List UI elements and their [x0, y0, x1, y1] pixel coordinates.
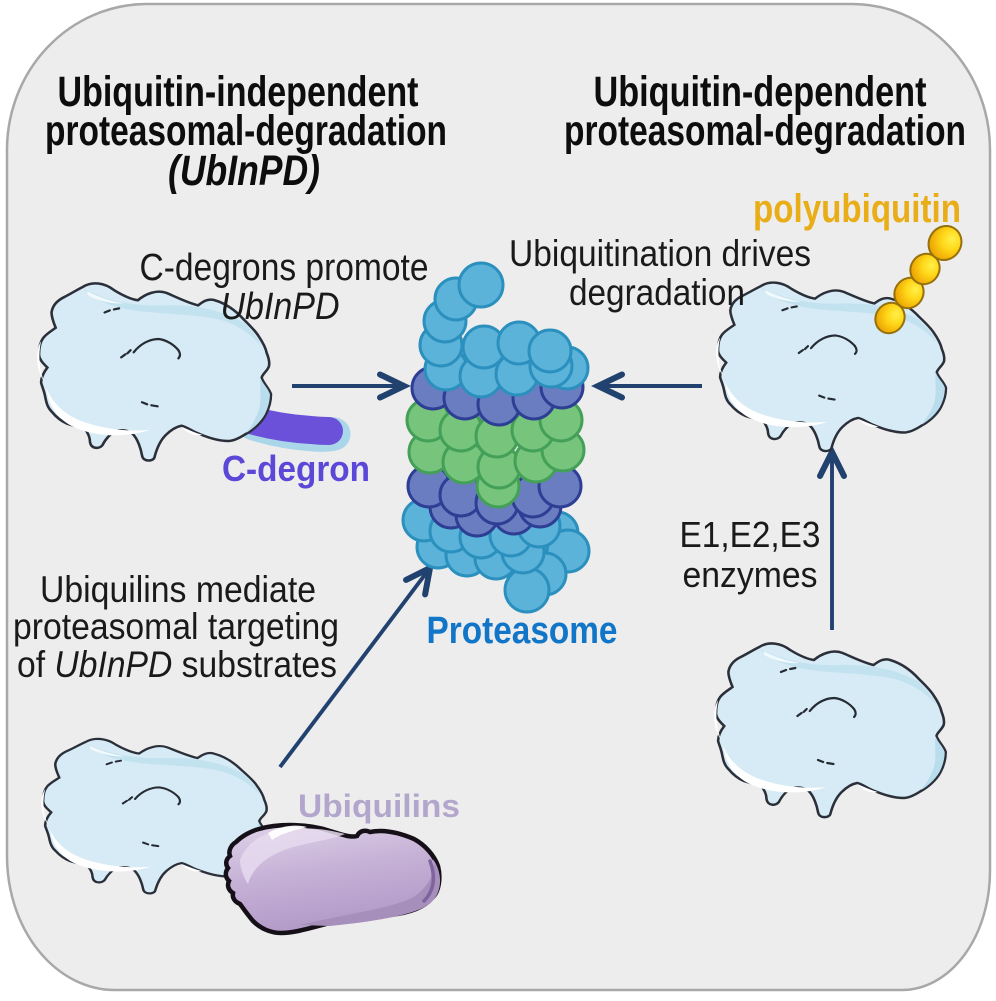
svg-text:Ubiquilins: Ubiquilins	[298, 788, 460, 824]
svg-text:Ubiquilins mediate: Ubiquilins mediate	[40, 569, 316, 610]
svg-text:degradation: degradation	[569, 272, 745, 313]
svg-text:enzymes: enzymes	[683, 554, 818, 595]
svg-text:E1,E2,E3: E1,E2,E3	[680, 514, 821, 555]
svg-text:polyubiquitin: polyubiquitin	[753, 187, 961, 231]
svg-text:proteasomal-degradation: proteasomal-degradation	[45, 107, 447, 155]
svg-text:Ubiquitin-dependent: Ubiquitin-dependent	[594, 68, 927, 116]
svg-text:C-degron: C-degron	[222, 448, 370, 489]
svg-text:proteasomal targeting: proteasomal targeting	[13, 606, 339, 647]
svg-text:(UbInPD): (UbInPD)	[168, 147, 320, 195]
svg-text:Proteasome: Proteasome	[427, 610, 618, 652]
svg-text:of UbInPD substrates: of UbInPD substrates	[17, 644, 337, 685]
svg-text:Ubiquitination drives: Ubiquitination drives	[509, 233, 811, 274]
svg-text:C-degrons promote: C-degrons promote	[140, 247, 429, 289]
svg-text:Ubiquitin-independent: Ubiquitin-independent	[58, 68, 419, 116]
svg-text:proteasomal-degradation: proteasomal-degradation	[564, 107, 966, 155]
svg-text:UbInPD: UbInPD	[221, 286, 340, 328]
